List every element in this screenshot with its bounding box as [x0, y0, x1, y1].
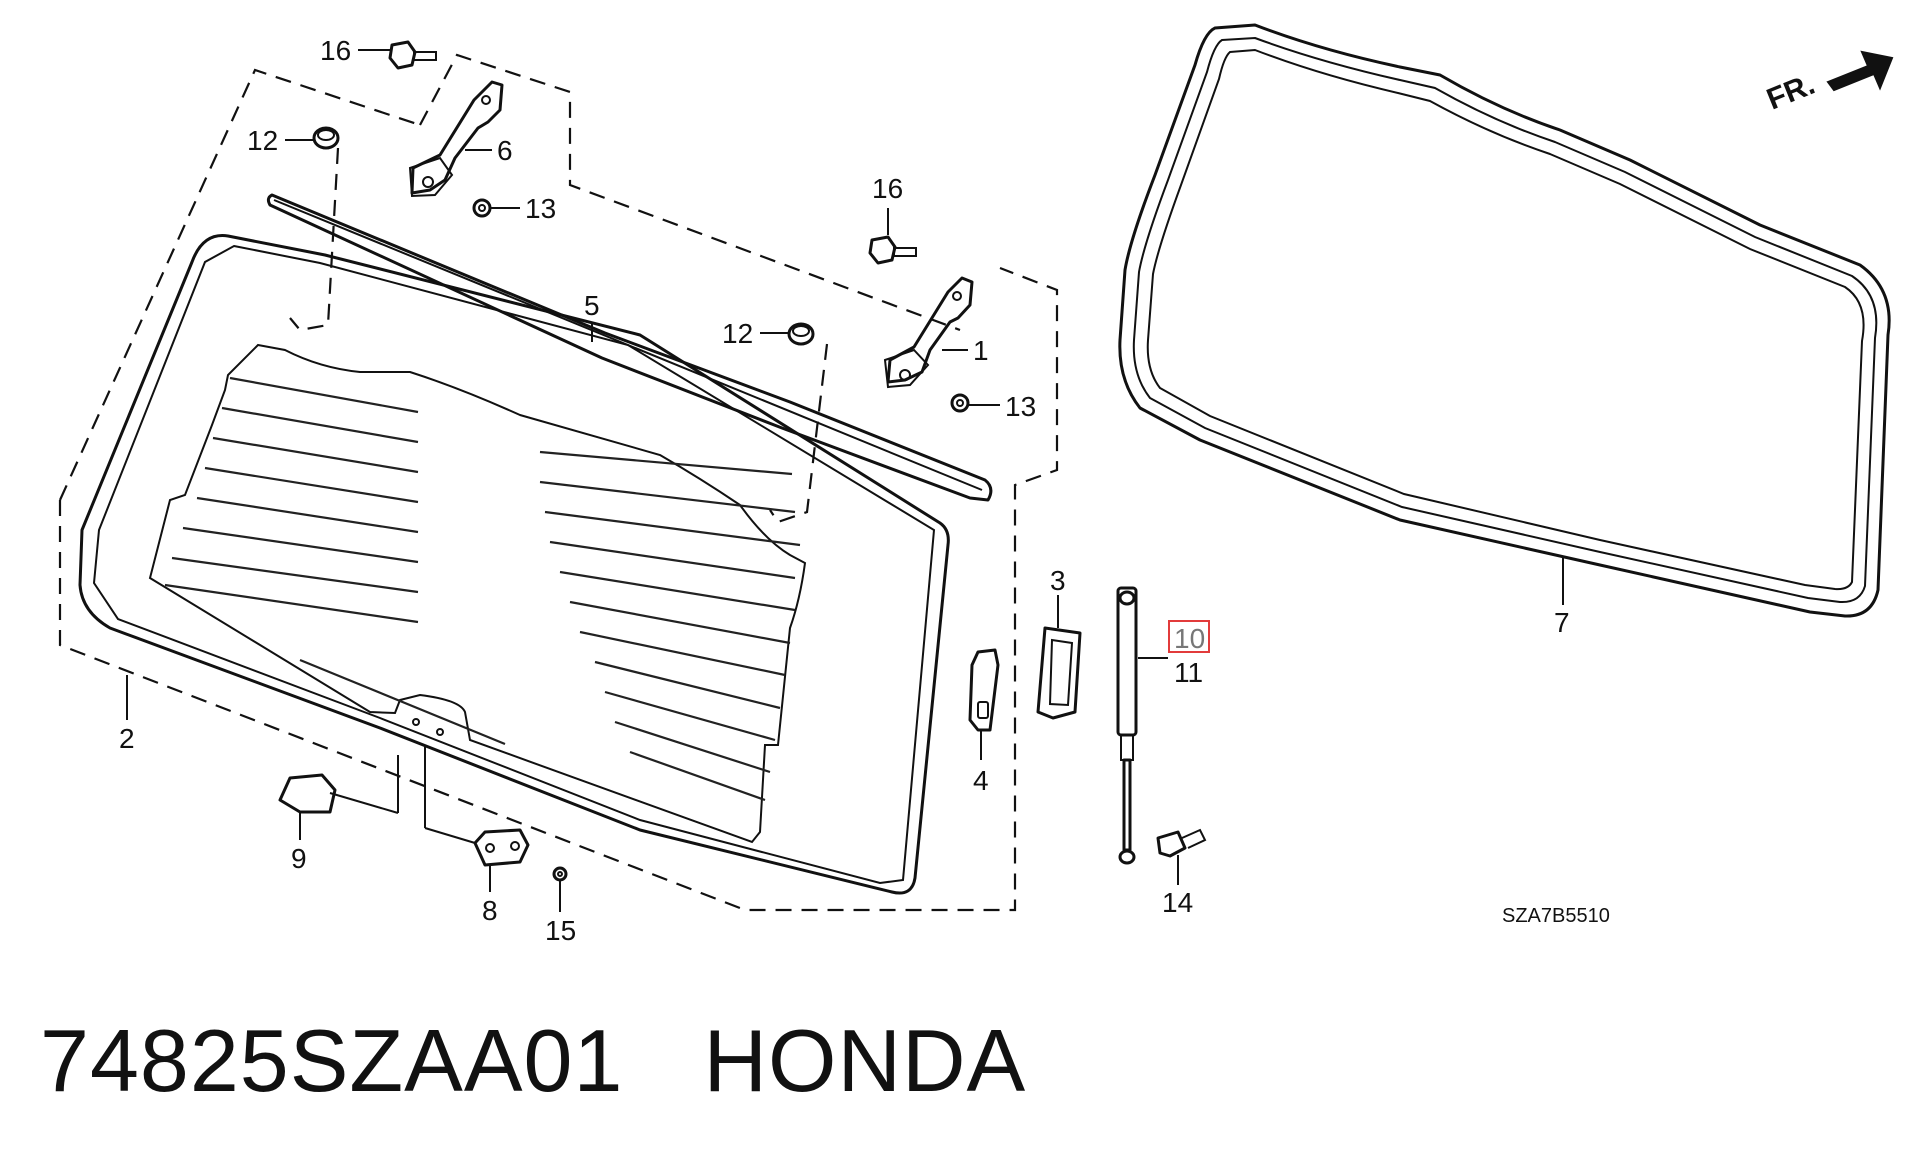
- plug-12-right[interactable]: [787, 322, 815, 346]
- callout-15: 15: [545, 915, 576, 946]
- callout-4: 4: [973, 765, 989, 796]
- diagram-code: SZA7B5510: [1502, 905, 1610, 927]
- callout-11: 11: [1174, 657, 1203, 688]
- callout-16-right: 16: [872, 173, 903, 204]
- cover-4[interactable]: [968, 648, 1000, 732]
- callout-10: 10: [1174, 623, 1205, 654]
- gas-stay[interactable]: [1116, 586, 1138, 865]
- front-direction-indicator: FR.: [1762, 50, 1894, 117]
- callout-13-right: 13: [1005, 391, 1036, 422]
- callout-13-left: 13: [525, 193, 556, 224]
- callout-5: 5: [584, 290, 600, 321]
- bolt-16-right[interactable]: [868, 235, 917, 265]
- callout-8: 8: [482, 895, 498, 926]
- hinge-right[interactable]: [883, 276, 974, 389]
- plug-12-left[interactable]: [312, 126, 340, 150]
- footer-caption: 74825SZAA01 HONDA: [40, 1010, 1026, 1112]
- leader-lines: [126, 49, 1564, 912]
- brand-name: HONDA: [703, 1011, 1027, 1110]
- weatherstrip-seal[interactable]: [1118, 23, 1891, 618]
- callout-16-top: 16: [320, 35, 351, 66]
- screw-15[interactable]: [552, 866, 568, 882]
- nut-13-right[interactable]: [950, 393, 970, 413]
- bracket-8[interactable]: [473, 828, 530, 867]
- part-number: 74825SZAA01: [40, 1011, 624, 1110]
- callout-14: 14: [1162, 887, 1193, 918]
- bracket-3[interactable]: [1036, 626, 1082, 720]
- rear-glass[interactable]: [78, 234, 950, 895]
- ball-stud-14[interactable]: [1156, 828, 1207, 858]
- callout-2: 2: [119, 723, 135, 754]
- callout-7: 7: [1554, 607, 1570, 638]
- fr-arrow-icon: [1826, 50, 1894, 92]
- callout-9: 9: [291, 843, 307, 874]
- callout-1: 1: [973, 335, 989, 366]
- cap-9[interactable]: [278, 773, 337, 814]
- callout-10-highlight: [1168, 620, 1210, 653]
- assembly-outline: [58, 53, 1059, 912]
- callout-12-right: 12: [722, 318, 753, 349]
- fr-label: FR.: [1762, 68, 1819, 117]
- callout-3: 3: [1050, 565, 1066, 596]
- bolt-16-top[interactable]: [388, 40, 437, 70]
- hinge-left[interactable]: [408, 80, 504, 198]
- callout-6: 6: [497, 135, 513, 166]
- nut-13-left[interactable]: [472, 198, 492, 218]
- upper-molding[interactable]: [266, 193, 993, 502]
- callout-12-left: 12: [247, 125, 278, 156]
